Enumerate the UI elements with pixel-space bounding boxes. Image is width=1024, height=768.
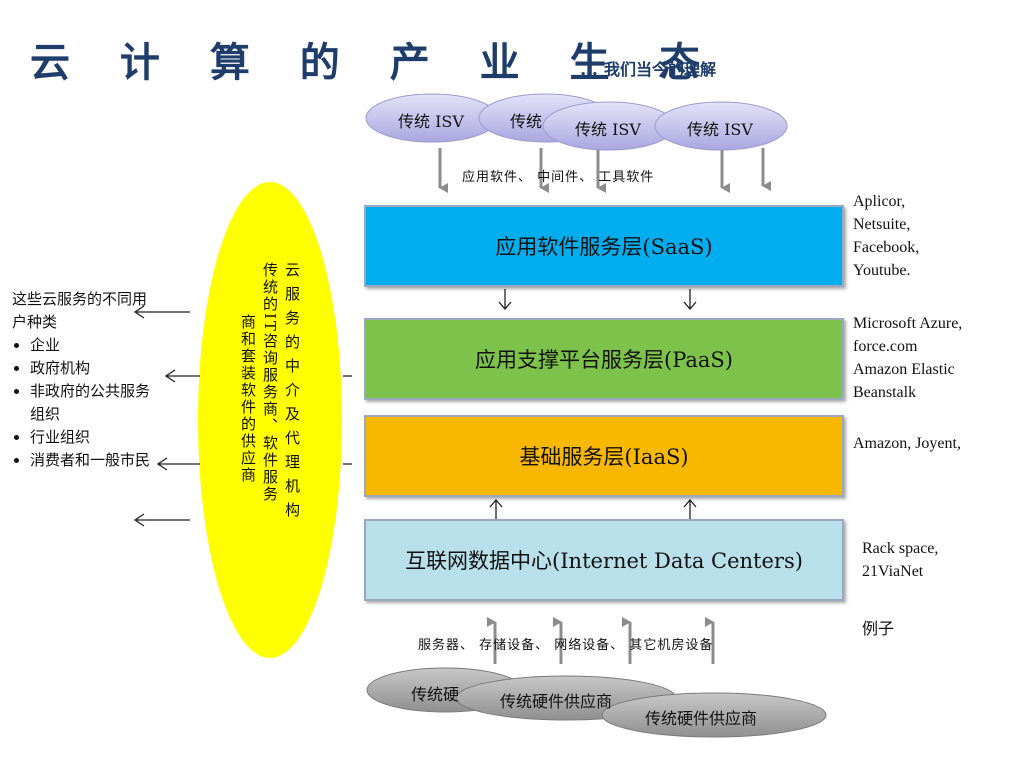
example-line: Facebook, [853,239,920,256]
software-label: 应用软件、 中间件、 工具软件 [462,170,655,185]
hw-vendor-label-3: 传统硬件供应商 [645,709,758,728]
intermediary-text-1: 云服务的中介及代理机构 [283,262,301,526]
example-line: 21ViaNet [862,563,924,580]
slide-subtitle: … 我们当今的理解 [580,56,716,80]
example-line: Rack space, [862,540,939,557]
examples-label: 例子 [862,621,895,638]
saas-examples: Aplicor, Netsuite, Facebook, Youtube. [853,190,919,282]
isv-label-3: 传统 ISV [575,120,641,139]
iaas-examples: Amazon, Joyent, [853,435,961,452]
isv-label-4: 传统 ISV [687,120,753,139]
example-line: Netsuite, [853,216,911,233]
intermediary-text-2: 传统的IT咨询服务商、软件服务 [261,262,279,503]
idc-layer: 互联网数据中心(Internet Data Centers) [364,519,844,601]
example-line: force.com [853,338,918,355]
hw-vendor-label-1: 传统硬 [411,685,460,704]
user-arrow-2 [164,369,200,383]
user-arrow-1 [133,305,190,319]
example-line: Beanstalk [853,384,917,401]
list-item: 政府机构 [30,357,152,380]
user-types-list: 企业 政府机构 非政府的公共服务组织 行业组织 消费者和一般市民 [12,334,152,472]
paas-examples: Microsoft Azure, force.com Amazon Elasti… [853,312,962,404]
idc-examples: Rack space, 21ViaNet [862,537,938,583]
saas-paas-arrow-1 [498,289,512,310]
subtitle-dots: … [580,59,598,80]
hw-vendor-label-2: 传统硬件供应商 [500,692,613,711]
user-arrow-3 [156,457,200,471]
example-line: Youtube. [853,262,911,279]
list-item: 消费者和一般市民 [30,449,152,472]
user-types-heading: 这些云服务的不同用户种类 [12,290,148,331]
intermediary-text-3: 商和套装软件的供应商 [239,314,257,484]
hw-vendor-ellipse-3 [601,692,827,738]
hardware-label: 服务器、 存储设备、 网络设备、 其它机房设备 [418,638,714,653]
intermediary-ellipse [198,182,342,658]
idc-iaas-arrow-1 [489,499,503,519]
example-line: Amazon Elastic [853,361,955,378]
example-line: Aplicor, [853,193,906,210]
saas-layer: 应用软件服务层(SaaS) [364,205,844,287]
list-item: 非政府的公共服务组织 [30,380,152,426]
isv-label-2: 传统 [510,112,543,131]
saas-paas-arrow-2 [683,289,697,310]
idc-iaas-arrow-2 [683,499,697,519]
subtitle-text: 我们当今的理解 [604,60,717,79]
user-types: 这些云服务的不同用户种类 企业 政府机构 非政府的公共服务组织 行业组织 消费者… [12,288,152,472]
paas-layer: 应用支撑平台服务层(PaaS) [364,318,844,400]
list-item: 企业 [30,334,152,357]
user-arrow-4 [133,513,190,527]
example-line: Microsoft Azure, [853,315,963,332]
slide-title: 云 计 算 的 产 业 生 态 [30,39,718,86]
isv-label-1: 传统 ISV [398,112,464,131]
iaas-layer: 基础服务层(IaaS) [364,415,844,497]
list-item: 行业组织 [30,426,152,449]
